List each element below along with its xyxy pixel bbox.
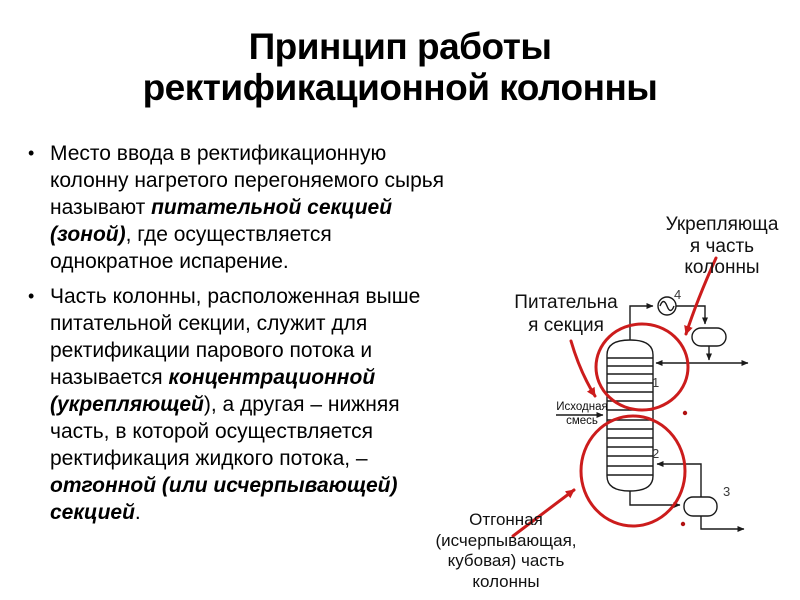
bottoms-to-reboiler-line	[629, 491, 681, 508]
number-bottom-tray: 2	[652, 446, 660, 461]
bullet-text: Часть колонны, расположенная выше питате…	[50, 285, 421, 524]
number-reboiler: 3	[723, 484, 731, 499]
number-condenser: 4	[674, 287, 682, 302]
condenser-wave	[659, 300, 675, 312]
bottoms-product-line	[700, 516, 745, 532]
red-circle-stripping	[579, 414, 687, 528]
slide-title-line2: ректификационной колонны	[142, 67, 658, 108]
trays-lower	[607, 419, 653, 476]
condenser-to-drum-line	[676, 305, 708, 325]
red-dot-lower	[680, 521, 686, 527]
reboiler-drum	[683, 496, 718, 517]
label-rectifying-part: Укрепляюща я часть колонны	[665, 214, 779, 278]
overhead-line	[629, 303, 654, 340]
red-arrow-stripping	[511, 488, 576, 538]
label-feed-stream: Исходная смесь	[556, 401, 608, 427]
trays-upper	[607, 357, 653, 411]
bullet-item-column-parts: • Часть колонны, расположенная выше пита…	[28, 283, 568, 526]
bullet-marker: •	[28, 143, 35, 163]
vapor-return-line	[656, 461, 702, 497]
red-arrow-rectifying	[684, 256, 718, 336]
red-dot-upper	[682, 410, 688, 416]
label-stripping-part: Отгонная (исчерпывающая, кубовая) часть …	[435, 510, 577, 591]
bullet-list: • Место ввода в ректификационную колонну…	[28, 140, 568, 534]
number-top-tray: 1	[652, 375, 660, 390]
bullet-item-feed-section: • Место ввода в ректификационную колонну…	[28, 140, 568, 275]
reflux-drum	[691, 327, 727, 347]
slide-title-line1: Принцип работы	[248, 26, 552, 67]
bullet-marker: •	[28, 286, 35, 306]
column-vessel	[606, 339, 654, 492]
label-feed-section: Питательна я секция	[514, 292, 618, 336]
red-arrow-feed-section	[569, 339, 597, 398]
bullet-text: Место ввода в ректификационную колонну н…	[50, 142, 445, 273]
slide-title: Принцип работы ректификационной колонны	[0, 26, 800, 108]
red-circle-rectifying	[594, 322, 690, 412]
